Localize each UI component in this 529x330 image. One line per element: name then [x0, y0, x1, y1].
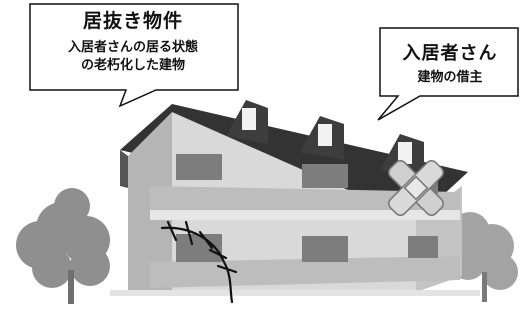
- callout-left-title: 居抜き物件: [82, 10, 183, 32]
- callout-right-subtitle: 建物の借主: [417, 70, 483, 85]
- speech-bubble-right: [377, 27, 519, 121]
- bandage-icon: [388, 160, 444, 216]
- speech-bubble-left: [29, 3, 239, 108]
- apartment-building-illustration: [110, 100, 480, 296]
- callout-right-title: 入居者さん: [402, 43, 498, 64]
- tree-icon: [16, 188, 110, 304]
- wall-crack-icon: [160, 220, 238, 304]
- callout-left-line2: の老朽化した建物: [80, 58, 185, 73]
- dormer: [226, 100, 268, 144]
- dormer: [300, 116, 344, 160]
- callout-left-line1: 入居者さんの居る状態: [67, 40, 198, 55]
